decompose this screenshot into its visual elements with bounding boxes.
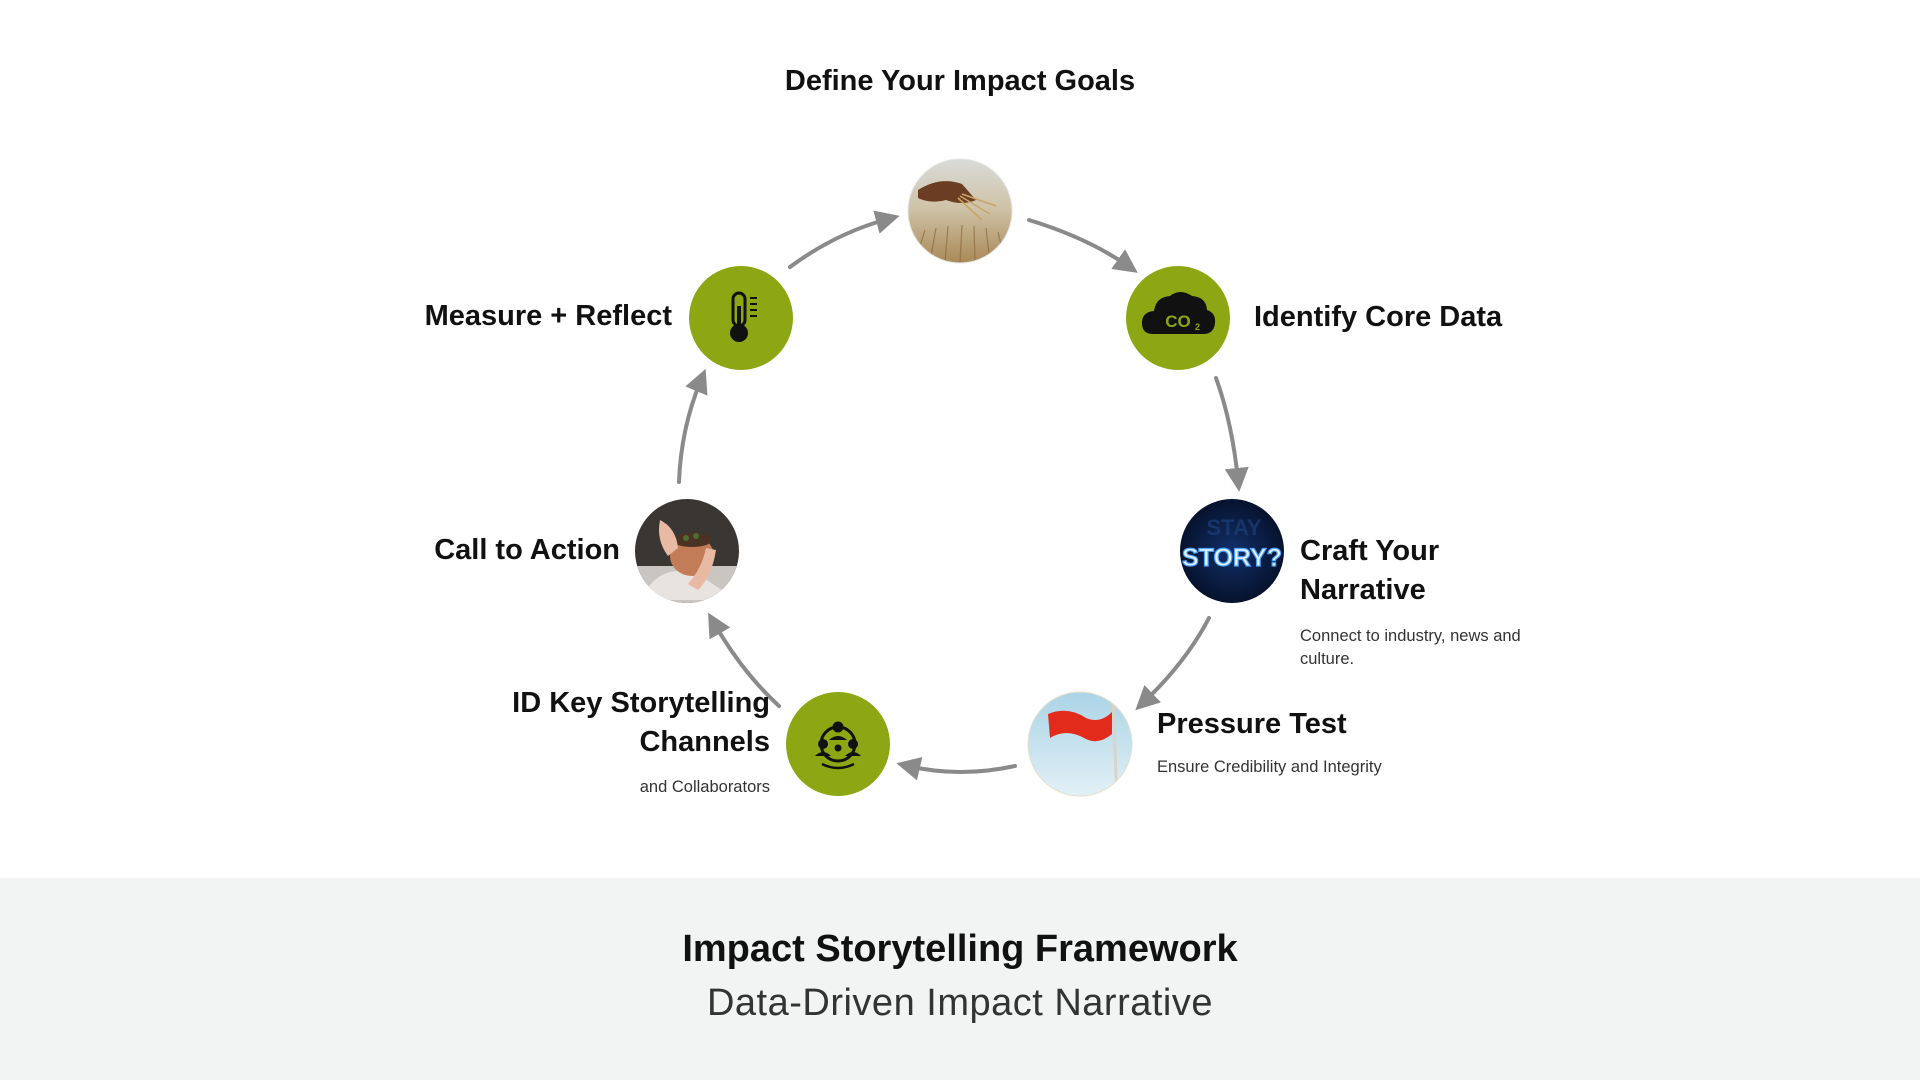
cycle-arrows — [677, 210, 1249, 781]
step-label-cta: Call to Action — [434, 534, 620, 566]
node-narrative-photo: STAY STORY? — [1180, 499, 1284, 603]
svg-text:STAY: STAY — [1206, 515, 1261, 540]
step-sublabel-channels: and Collaborators — [639, 778, 770, 796]
step-label-data: Identify Core Data — [1254, 301, 1503, 333]
node-measure — [689, 266, 793, 370]
arrow-pressure-to-channels — [896, 757, 1017, 781]
arrow-cta-to-measure — [677, 368, 708, 484]
svg-text:2: 2 — [1195, 322, 1200, 332]
framework-cycle-diagram: CO 2 STAY STORY? — [635, 158, 1284, 797]
step-label-channels: ID Key Storytelling Channels — [512, 687, 770, 758]
node-goals-photo — [907, 158, 1013, 264]
arrow-narrative-to-pressure — [1135, 616, 1211, 711]
footer-title: Impact Storytelling Framework — [682, 928, 1238, 970]
node-data: CO 2 — [1126, 266, 1230, 370]
co2-cloud-icon: CO 2 — [1142, 292, 1216, 334]
step-label-measure: Measure + Reflect — [424, 300, 672, 332]
thermometer-icon — [730, 291, 757, 342]
footer-banner: Impact Storytelling Framework Data-Drive… — [0, 878, 1920, 1080]
step-label-goals: Define Your Impact Goals — [784, 65, 1136, 97]
footer-subtitle: Data-Driven Impact Narrative — [706, 982, 1214, 1024]
node-channels — [786, 692, 890, 796]
step-sublabel-narrative: Connect to industry, news and culture. — [1300, 627, 1521, 669]
svg-text:CO: CO — [1165, 312, 1191, 331]
arrow-channels-to-cta — [708, 612, 781, 708]
arrow-goals-to-data — [1027, 218, 1138, 273]
node-pressure-photo — [1027, 691, 1133, 797]
step-sublabel-pressure: Ensure Credibility and Integrity — [1157, 758, 1382, 776]
arrow-data-to-narrative — [1214, 376, 1249, 492]
arrow-measure-to-goals — [788, 210, 900, 269]
step-label-narrative: Craft Your Narrative — [1300, 535, 1440, 606]
svg-text:STORY?: STORY? — [1182, 544, 1282, 572]
collaboration-network-icon — [815, 721, 861, 770]
step-label-pressure: Pressure Test — [1157, 708, 1347, 740]
node-cta-photo — [635, 499, 739, 603]
